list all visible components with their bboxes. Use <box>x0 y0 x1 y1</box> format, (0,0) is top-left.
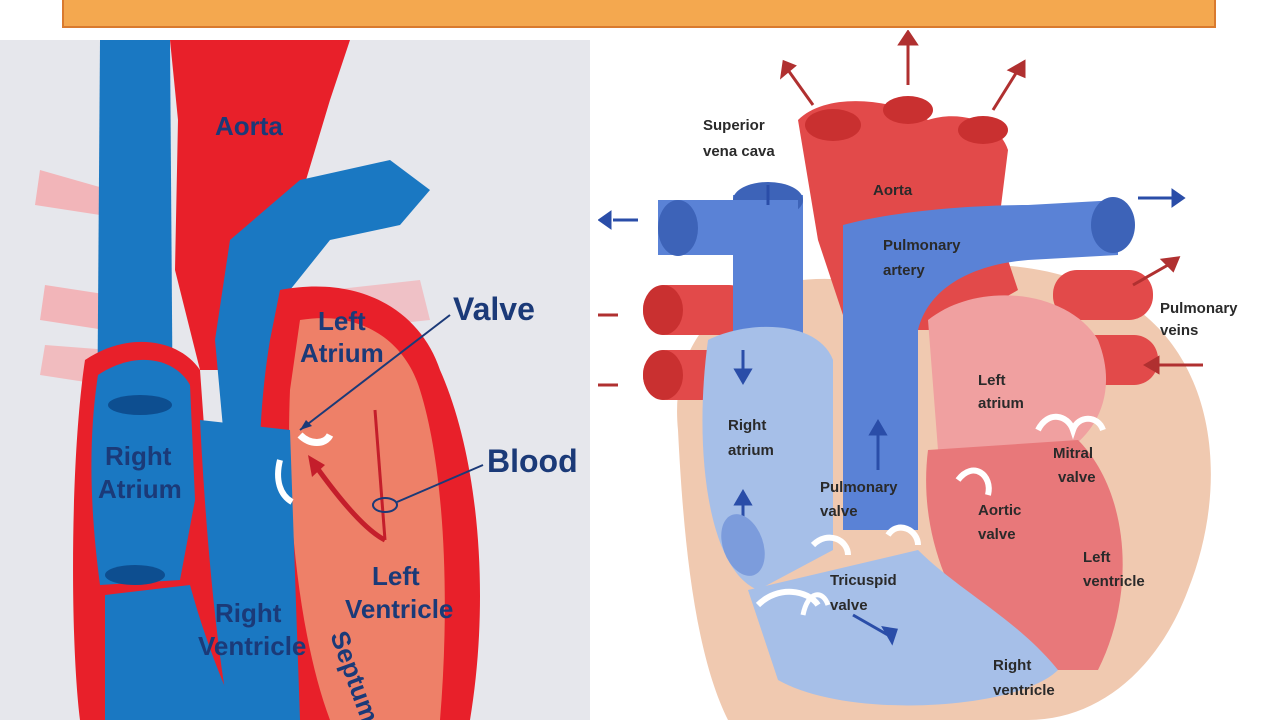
label-pulmonary-veins-1: Pulmonary <box>1160 300 1238 317</box>
label-right-atrium-1: Right <box>728 417 766 434</box>
label-pulmonary-artery-1: Pulmonary <box>883 237 961 254</box>
label-left-atrium-1: Left <box>318 306 366 336</box>
label-left-ventricle-2: ventricle <box>1083 573 1145 590</box>
label-superior-vena-cava-1: Superior <box>703 117 765 134</box>
label-tricuspid-valve-2: valve <box>830 597 868 614</box>
label-right-atrium-1: Right <box>105 441 172 471</box>
right-heart-diagram: Superior vena cava Aorta Pulmonary arter… <box>598 30 1280 720</box>
label-left-atrium-2: atrium <box>978 395 1024 412</box>
label-left-atrium-1: Left <box>978 372 1006 389</box>
label-pulmonary-valve-1: Pulmonary <box>820 479 898 496</box>
label-right-ventricle-2: Ventricle <box>198 631 306 661</box>
label-left-atrium-2: Atrium <box>300 338 384 368</box>
label-mitral-valve-1: Mitral <box>1053 445 1093 462</box>
label-right-ventricle-1: Right <box>993 657 1031 674</box>
label-valve: Valve <box>453 291 535 327</box>
label-aortic-valve-2: valve <box>978 526 1016 543</box>
left-heart-diagram: Aorta Left Atrium Valve Blood Right Atri… <box>0 40 590 720</box>
label-pulmonary-valve-2: valve <box>820 503 858 520</box>
label-aorta: Aorta <box>873 182 913 199</box>
label-pulmonary-artery-2: artery <box>883 262 925 279</box>
label-right-atrium-2: Atrium <box>98 474 182 504</box>
title-banner <box>62 0 1216 28</box>
label-left-ventricle-1: Left <box>372 561 420 591</box>
label-superior-vena-cava-2: vena cava <box>703 143 775 160</box>
label-mitral-valve-2: valve <box>1058 469 1096 486</box>
label-right-ventricle-2: ventricle <box>993 682 1055 699</box>
label-right-atrium-2: atrium <box>728 442 774 459</box>
label-left-ventricle-2: Ventricle <box>345 594 453 624</box>
label-aorta: Aorta <box>215 111 283 141</box>
label-tricuspid-valve-1: Tricuspid <box>830 572 897 589</box>
label-right-ventricle-1: Right <box>215 598 282 628</box>
label-pulmonary-veins-2: veins <box>1160 322 1198 339</box>
label-blood: Blood <box>487 443 578 479</box>
label-left-ventricle-1: Left <box>1083 549 1111 566</box>
label-aortic-valve-1: Aortic <box>978 502 1021 519</box>
